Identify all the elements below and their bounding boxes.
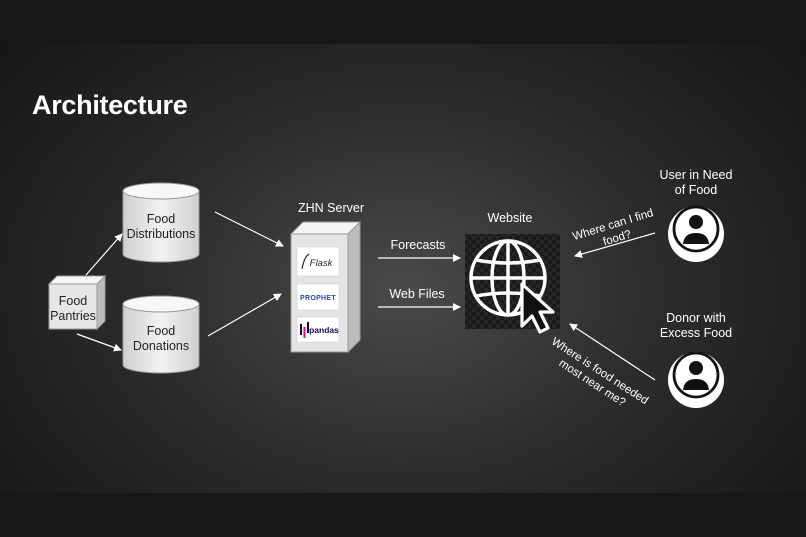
prophet-logo-text: PROPHET	[300, 295, 336, 302]
pandas-logo-text: pandas	[309, 325, 339, 335]
pandas-logo: pandas	[296, 316, 340, 343]
arrow-pantries-to-distributions	[85, 233, 123, 276]
architecture-diagram: Food Pantries Food Distributions Food Do…	[47, 168, 733, 409]
food-pantries-node: Food Pantries	[47, 274, 107, 331]
flask-logo-text: Flask	[310, 258, 334, 269]
question-user: Where can I find food?	[571, 207, 655, 248]
donor-avatar	[668, 351, 724, 408]
question-donor: Where is food needed most near me?	[549, 336, 650, 409]
donor-label-2: Excess Food	[660, 326, 732, 340]
forecasts-label: Forecasts	[391, 238, 446, 252]
food-pantries-label-2: Pantries	[50, 309, 96, 323]
slide-title: Architecture	[32, 90, 188, 120]
arrow-distributions-to-server	[214, 211, 284, 247]
donor-label-1: Donor with	[666, 311, 726, 325]
prophet-logo: PROPHET	[296, 283, 340, 311]
server-label: ZHN Server	[298, 201, 364, 215]
arrow-user-to-website	[574, 232, 656, 258]
food-donations-db: Food Donations	[122, 295, 200, 374]
arrow-donor-to-website	[569, 323, 656, 381]
food-distributions-db: Food Distributions	[122, 182, 200, 263]
user-in-need-avatar	[668, 205, 724, 262]
web-files-label: Web Files	[389, 287, 444, 301]
cursor-icon	[520, 282, 555, 334]
website-node	[465, 234, 560, 334]
flask-logo: Flask	[296, 246, 340, 277]
website-label: Website	[488, 211, 533, 225]
arrow-pantries-to-donations	[76, 333, 122, 352]
food-donations-label-2: Donations	[133, 339, 189, 353]
slide: Architecture Food Pantries	[0, 44, 806, 493]
food-distributions-label-1: Food	[147, 212, 176, 226]
zhn-server-node: Flask PROPHET pandas	[289, 220, 362, 354]
food-donations-label-1: Food	[147, 324, 176, 338]
food-distributions-label-2: Distributions	[127, 227, 196, 241]
user-need-label-1: User in Need	[660, 168, 733, 182]
food-pantries-label-1: Food	[59, 294, 88, 308]
letterbox-bottom	[0, 493, 806, 537]
user-need-label-2: of Food	[675, 183, 717, 197]
arrow-donations-to-server	[207, 293, 282, 337]
letterbox-top	[0, 0, 806, 44]
